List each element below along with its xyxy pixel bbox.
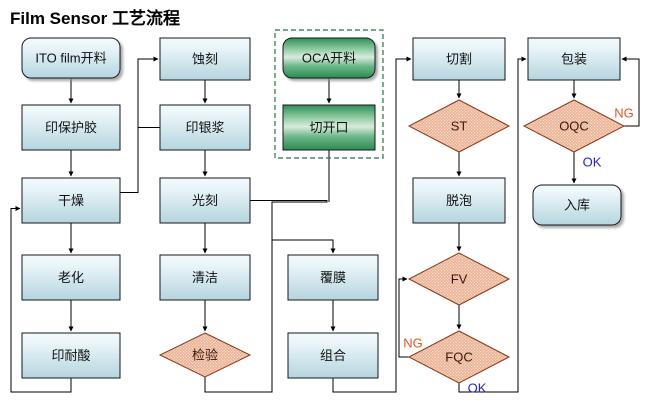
node-label-fqc: FQC: [445, 349, 472, 364]
node-ito[interactable]: ITO film开料: [21, 37, 121, 79]
node-qiege[interactable]: 切割: [412, 37, 506, 81]
node-ruku[interactable]: 入库: [532, 184, 622, 226]
process-shape: [21, 177, 121, 224]
edge-label-fqc-ok: OK: [468, 380, 487, 395]
process-shape: [159, 254, 251, 301]
node-yinjiang[interactable]: 印银浆: [159, 104, 251, 151]
node-fv[interactable]: FV: [407, 252, 511, 306]
node-ganzao[interactable]: 干燥: [21, 177, 121, 224]
node-label-ganzao: 干燥: [58, 193, 84, 208]
node-fumo[interactable]: 覆膜: [287, 254, 379, 301]
edge-label-oqc-ng: NG: [614, 105, 634, 120]
decision-shape: [407, 252, 511, 306]
page-title: Film Sensor 工艺流程: [10, 9, 181, 28]
process-shape: [21, 104, 121, 151]
node-label-shike: 蚀刻: [192, 51, 218, 66]
node-guangke[interactable]: 光刻: [159, 177, 251, 224]
node-label-naisuan: 印耐酸: [51, 348, 90, 363]
process-shape: [21, 332, 121, 379]
node-oca[interactable]: OCA开料: [282, 37, 376, 79]
process-shape: [21, 37, 121, 79]
node-st[interactable]: ST: [407, 99, 511, 153]
node-baohu[interactable]: 印保护胶: [21, 104, 121, 151]
process-shape: [159, 177, 251, 224]
node-laohua[interactable]: 老化: [21, 254, 121, 301]
process-shape: [159, 104, 251, 151]
node-shike[interactable]: 蚀刻: [159, 37, 251, 81]
edge-fqc-ok-baozhuang: [458, 56, 527, 393]
node-naisuan[interactable]: 印耐酸: [21, 332, 121, 379]
process-shape: [287, 332, 379, 379]
decision-shape: [407, 99, 511, 153]
oca-group-box: [274, 29, 384, 159]
edge-layer: [10, 56, 640, 393]
node-label-qingjie: 清洁: [192, 270, 218, 285]
decision-shape: [407, 330, 511, 384]
edge-fqc-ng-fv: [398, 276, 409, 358]
node-label-guangke: 光刻: [192, 193, 218, 208]
process-shape: [282, 37, 376, 79]
process-shape: [527, 37, 621, 81]
process-shape: [282, 104, 376, 151]
process-shape: [412, 177, 506, 224]
edge-guangke-fumo: [250, 200, 336, 254]
node-baozhuang[interactable]: 包装: [527, 37, 621, 81]
node-oqc[interactable]: OQC: [522, 99, 626, 153]
node-label-yinjiang: 印银浆: [185, 120, 224, 135]
group-dashed-box-layer: [274, 29, 384, 159]
node-label-laohua: 老化: [58, 270, 84, 285]
process-shape: [412, 37, 506, 81]
node-label-fumo: 覆膜: [320, 270, 346, 285]
node-label-st: ST: [451, 118, 468, 133]
node-zuhe[interactable]: 组合: [287, 332, 379, 379]
edge-ganzao-shike: [120, 56, 159, 193]
decision-shape: [522, 99, 626, 153]
edge-label-fqc-ng: NG: [403, 335, 423, 350]
process-shape: [159, 37, 251, 81]
edge-label-layer: NG OK NG OK: [403, 105, 634, 395]
node-label-oca: OCA开料: [302, 50, 356, 65]
process-shape: [532, 184, 622, 226]
node-label-zuhe: 组合: [320, 348, 346, 363]
node-jianyan[interactable]: 检验: [158, 332, 252, 378]
node-qiekai[interactable]: 切开口: [282, 104, 376, 151]
node-label-fv: FV: [451, 271, 468, 286]
node-label-qiege: 切割: [446, 51, 472, 66]
node-label-jianyan: 检验: [192, 347, 218, 362]
node-label-baohu: 印保护胶: [45, 120, 97, 135]
node-qingjie[interactable]: 清洁: [159, 254, 251, 301]
edge-oqc-ng-baozhuang: [621, 56, 640, 127]
edge-jianyan-fumo: [204, 240, 273, 393]
edge-label-oqc-ok: OK: [583, 154, 602, 169]
node-tuopao[interactable]: 脱泡: [412, 177, 506, 224]
node-label-ito: ITO film开料: [35, 50, 106, 65]
node-fqc[interactable]: FQC: [407, 330, 511, 384]
node-label-baozhuang: 包装: [561, 51, 587, 66]
edge-zuhe-qiege: [332, 56, 412, 393]
decision-shape: [158, 332, 252, 378]
edge-naisuan-ganzao: [10, 206, 72, 393]
node-label-qiekai: 切开口: [309, 120, 348, 135]
node-label-ruku: 入库: [564, 197, 590, 212]
process-shape: [287, 254, 379, 301]
node-label-oqc: OQC: [559, 118, 589, 133]
process-shape: [21, 254, 121, 301]
node-label-tuopao: 脱泡: [446, 193, 472, 208]
